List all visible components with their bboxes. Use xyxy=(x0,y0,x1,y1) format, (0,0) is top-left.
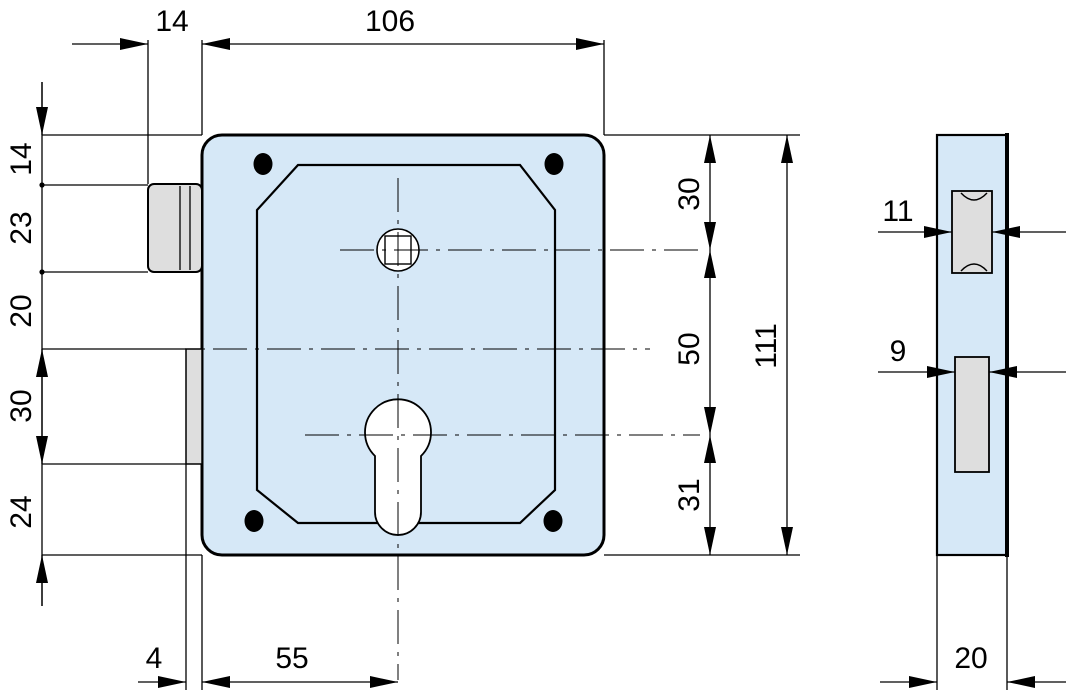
dead-bolt xyxy=(185,348,203,465)
dim-width-total: 106 xyxy=(365,5,415,38)
dim-side-lower-slot: 9 xyxy=(890,335,907,368)
dim-left-4: 30 xyxy=(5,389,38,422)
dim-left-3: 20 xyxy=(5,294,38,327)
top-dimensions: 14 106 xyxy=(72,5,605,184)
inner-plate xyxy=(255,163,557,525)
lock-case xyxy=(200,133,606,557)
dim-right-2: 50 xyxy=(673,332,706,365)
side-view: 11 9 20 xyxy=(878,133,1066,690)
mounting-hole-bottom-left xyxy=(244,510,264,532)
dim-bottom-gap: 4 xyxy=(146,642,163,675)
dim-right-1: 30 xyxy=(673,177,706,210)
mounting-hole-bottom-right xyxy=(543,510,563,532)
bottom-dimensions: 4 55 xyxy=(138,464,398,690)
dim-side-upper-slot: 11 xyxy=(882,195,913,228)
dim-left-2: 23 xyxy=(5,211,38,244)
dim-height-total: 111 xyxy=(750,323,783,369)
dim-left-1: 14 xyxy=(5,142,38,175)
dim-side-depth: 20 xyxy=(954,642,987,675)
dim-bottom-offset: 55 xyxy=(275,642,308,675)
front-view xyxy=(105,133,700,680)
side-lower-slot xyxy=(954,356,990,473)
latch-bolt xyxy=(147,183,203,273)
dim-right-3: 31 xyxy=(673,478,706,511)
dim-left-5: 24 xyxy=(5,495,38,528)
left-dimensions: 14 23 20 30 24 xyxy=(5,82,202,606)
mounting-hole-top-left xyxy=(253,153,273,175)
dim-bolt-offset: 14 xyxy=(155,5,188,38)
right-dimensions: 30 50 31 111 xyxy=(604,134,800,556)
mounting-hole-top-right xyxy=(544,153,564,175)
side-upper-slot xyxy=(951,190,993,274)
